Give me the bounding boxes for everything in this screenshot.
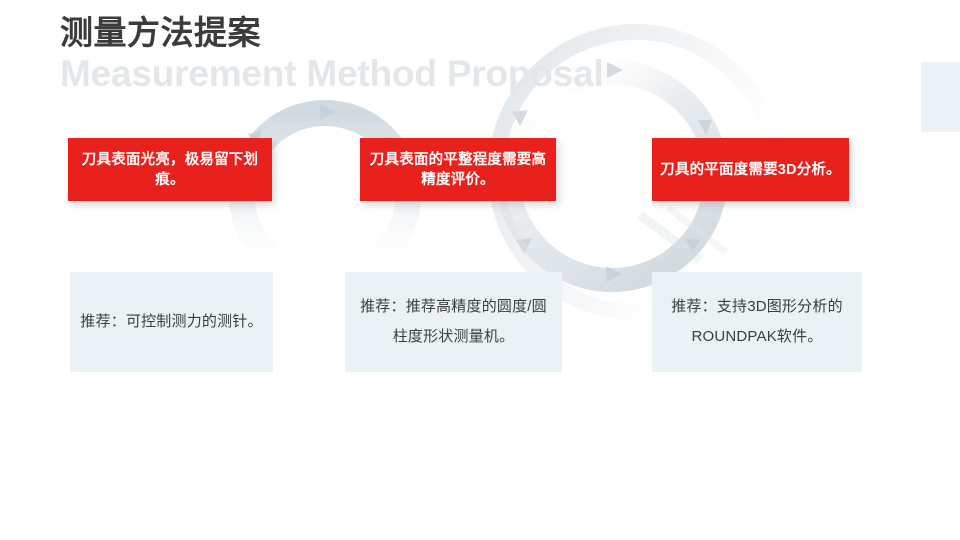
page-subtitle: Measurement Method Proposal [60, 53, 604, 94]
recommendation-row: 推荐：可控制测力的测针。 推荐：推荐高精度的圆度/圆柱度形状测量机。 推荐：支持… [0, 272, 960, 372]
recommendation-card-2-text: 推荐：推荐高精度的圆度/圆柱度形状测量机。 [360, 298, 547, 345]
recommendation-card-2[interactable]: 推荐：推荐高精度的圆度/圆柱度形状测量机。 [345, 272, 562, 372]
recommendation-card-3-text: 推荐：支持3D图形分析的ROUNDPAK软件。 [671, 298, 843, 345]
problem-row: 刀具表面光亮，极易留下划痕。 刀具表面的平整程度需要高精度评价。 刀具的平面度需… [0, 138, 960, 202]
problem-card-2[interactable]: 刀具表面的平整程度需要高精度评价。 [360, 138, 556, 201]
problem-card-3[interactable]: 刀具的平面度需要3D分析。 [652, 138, 849, 201]
page-title: 测量方法提案 [60, 14, 261, 51]
problem-card-1-text: 刀具表面光亮，极易留下划痕。 [81, 151, 259, 188]
problem-card-3-text: 刀具的平面度需要3D分析。 [660, 161, 841, 178]
problem-card-1[interactable]: 刀具表面光亮，极易留下划痕。 [68, 138, 272, 201]
decor-streaks [637, 205, 729, 264]
slide-header: 测量方法提案 Measurement Method Proposal [60, 12, 820, 96]
recommendation-card-1[interactable]: 推荐：可控制测力的测针。 [70, 272, 273, 372]
recommendation-card-3[interactable]: 推荐：支持3D图形分析的ROUNDPAK软件。 [652, 272, 862, 372]
recommendation-card-1-text: 推荐：可控制测力的测针。 [80, 313, 263, 330]
problem-card-2-text: 刀具表面的平整程度需要高精度评价。 [369, 151, 547, 188]
edge-accent-block [921, 62, 960, 132]
